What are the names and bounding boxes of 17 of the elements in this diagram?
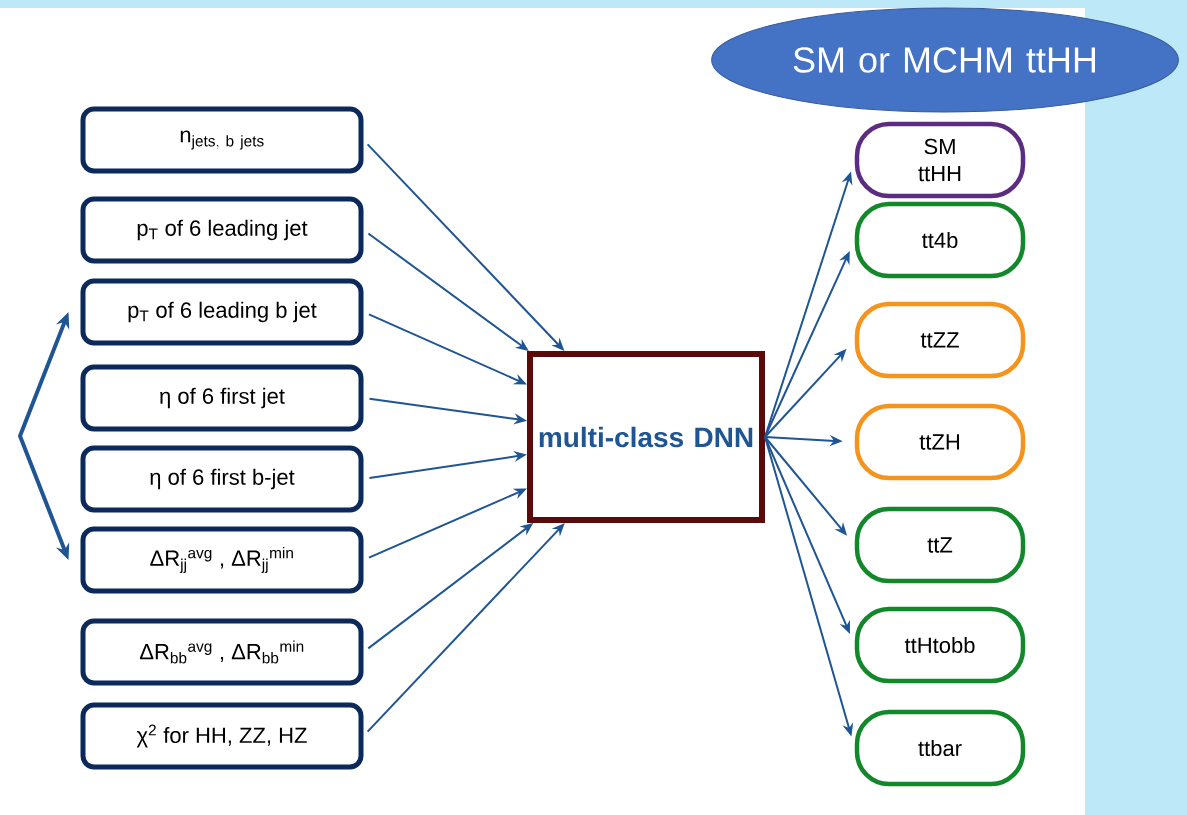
class-pill: ttbar — [854, 709, 1026, 787]
class-pill: ttZZ — [854, 301, 1026, 379]
class-pill: SM ttHH — [854, 121, 1026, 199]
input-box: ΔR$_{bb}$$^{avg}$ , ΔR$_{bb}$min — [80, 618, 364, 686]
input-box: η of 6 first b-jet — [80, 445, 364, 513]
input-box: χ$^{2}$ for HH, ZZ, HZ — [80, 702, 364, 770]
input-box: ΔR$_{jj}$$^{avg}$ , ΔR$_{jj}$min — [80, 526, 364, 594]
class-pill: ttHtobb — [854, 606, 1026, 684]
class-pill: tt4b — [854, 201, 1026, 279]
input-box: p$_{T}$ of 6 leading jet — [80, 196, 364, 264]
input-box: η of 6 first jet — [80, 364, 364, 432]
input-box: p$_{T}$ of 6 leading b jet — [80, 278, 364, 346]
network-box: multi-class DNN — [527, 351, 765, 523]
input-box: $\mathrm{n}_{\mathrm{jets,\ b\ jets}}$ — [80, 106, 364, 174]
arrow — [366, 523, 565, 733]
class-pill: ttZ — [854, 506, 1026, 584]
class-pill: ttZH — [854, 403, 1026, 481]
